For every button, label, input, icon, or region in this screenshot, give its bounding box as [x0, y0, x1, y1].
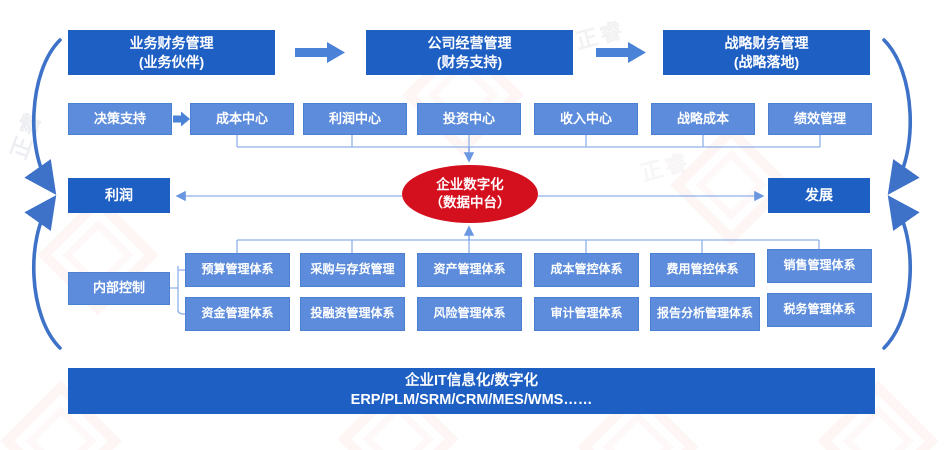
box-sales-system: 销售管理体系 [767, 249, 872, 283]
box-business-finance: 业务财务管理 (业务伙伴) [68, 30, 275, 75]
box-subtitle: (战略落地) [733, 53, 800, 70]
box-procurement-inventory: 采购与存货管理 [300, 253, 405, 287]
box-investment-financing-system: 投融资管理体系 [300, 297, 405, 331]
box-investment-center: 投资中心 [417, 103, 521, 135]
foundation-subtitle: ERP/PLM/SRM/CRM/MES/WMS…… [350, 392, 593, 408]
hub-title: 企业数字化 [436, 176, 504, 192]
arrow-decision-support [173, 111, 190, 127]
box-risk-system: 风险管理体系 [417, 297, 522, 331]
box-title: 业务财务管理 [129, 35, 214, 52]
box-performance-management: 绩效管理 [768, 103, 872, 135]
connector-internal-control-bracket [170, 266, 186, 315]
box-strategic-finance: 战略财务管理 (战略落地) [663, 30, 870, 75]
box-tax-system: 税务管理体系 [767, 293, 872, 327]
connector-centers-bus [236, 135, 821, 148]
box-asset-system: 资产管理体系 [417, 253, 522, 287]
box-profit: 利润 [68, 178, 170, 213]
box-revenue-center: 收入中心 [534, 103, 638, 135]
curve-arrow-right-top [882, 38, 920, 195]
box-profit-center: 利润中心 [303, 103, 407, 135]
box-internal-control: 内部控制 [68, 272, 170, 305]
box-title: 公司经营管理 [427, 35, 512, 52]
box-cost-control-system: 成本管控体系 [534, 253, 639, 287]
box-budget-system: 预算管理体系 [185, 253, 290, 287]
box-strategic-cost: 战略成本 [651, 103, 755, 135]
box-audit-system: 审计管理体系 [534, 297, 639, 331]
box-cost-center: 成本中心 [190, 103, 294, 135]
curve-arrow-right-bottom [882, 195, 920, 350]
hub-digitalization: 企业数字化 （数据中台） [402, 165, 538, 223]
curve-arrow-left-bottom [24, 195, 62, 350]
box-capital-system: 资金管理体系 [185, 297, 290, 331]
box-company-operations: 公司经营管理 (财务支持) [366, 30, 573, 75]
foundation-title: 企业IT信息化/数字化 [405, 373, 538, 390]
box-expense-control-system: 费用管控体系 [650, 253, 755, 287]
arrow-top-flow-2 [596, 42, 646, 63]
arrow-top-flow-1 [295, 42, 345, 63]
box-title: 战略财务管理 [724, 35, 809, 52]
box-subtitle: (业务伙伴) [138, 53, 205, 70]
box-decision-support: 决策支持 [68, 103, 172, 135]
box-reporting-analysis-system: 报告分析管理体系 [650, 297, 760, 331]
box-subtitle: (财务支持) [436, 53, 503, 70]
box-it-foundation: 企业IT信息化/数字化 ERP/PLM/SRM/CRM/MES/WMS…… [68, 368, 875, 414]
hub-subtitle: （数据中台） [429, 195, 511, 210]
box-development: 发展 [768, 178, 870, 213]
connector-systems-bus [236, 239, 820, 253]
curve-arrow-left-top [24, 38, 62, 195]
